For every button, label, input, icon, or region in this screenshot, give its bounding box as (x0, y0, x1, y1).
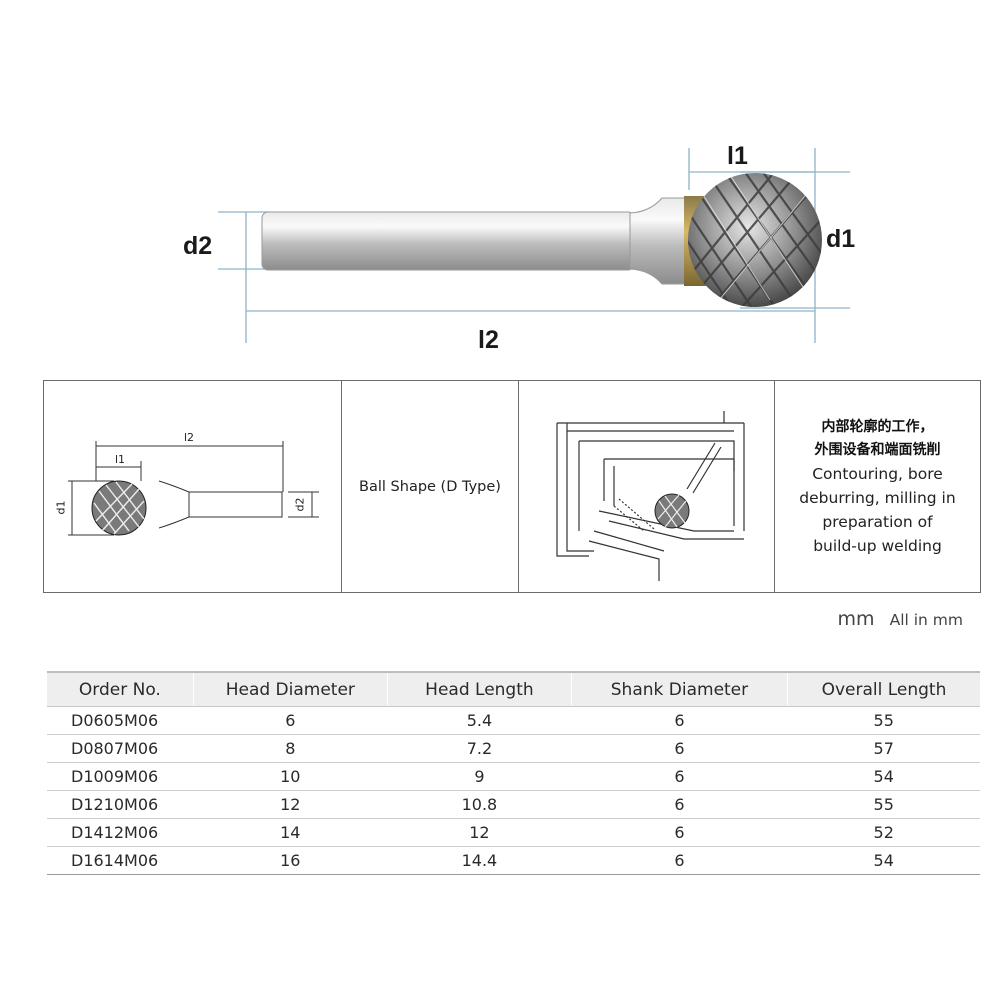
dimension-label-d1: d1 (826, 225, 856, 253)
cell-order-no: D1412M06 (47, 818, 194, 847)
technical-drawing-cell: l2 l1 d1 d2 (44, 381, 342, 592)
cell-overall-length: 54 (787, 762, 980, 791)
cell-head-length: 5.4 (387, 706, 572, 735)
drawing-label-l2: l2 (184, 431, 195, 444)
cell-overall-length: 52 (787, 818, 980, 847)
application-en-line-2: deburring, milling in (799, 488, 956, 507)
shape-name-cell: Ball Shape (D Type) (342, 381, 519, 592)
cell-order-no: D1210M06 (47, 790, 194, 819)
cell-head-length: 14.4 (387, 846, 572, 875)
cell-head-diameter: 8 (193, 734, 388, 763)
dimension-label-d2: d2 (183, 232, 213, 260)
dimension-label-l2: l2 (478, 326, 499, 354)
application-en-line-4: build-up welding (813, 536, 942, 555)
cell-head-diameter: 10 (193, 762, 388, 791)
table-row: D1412M06 14 12 6 52 (47, 818, 980, 847)
table-row: D1210M06 12 10.8 6 55 (47, 790, 980, 819)
header-shank-diameter: Shank Diameter (571, 671, 788, 707)
table-row: D1009M06 10 9 6 54 (47, 762, 980, 791)
cell-order-no: D1614M06 (47, 846, 194, 875)
cell-shank-diameter: 6 (571, 818, 788, 847)
table-row: D0807M06 8 7.2 6 57 (47, 734, 980, 763)
drawing-label-l1: l1 (115, 453, 126, 466)
application-sketch-cell (519, 381, 775, 592)
cell-overall-length: 54 (787, 846, 980, 875)
cell-order-no: D0807M06 (47, 734, 194, 763)
tool-info-strip: l2 l1 d1 d2 Ball Shape (D Type) (43, 380, 981, 593)
header-overall-length: Overall Length (787, 671, 980, 707)
application-cn-line-1: 内部轮廓的工作， (821, 418, 934, 435)
table-row: D0605M06 6 5.4 6 55 (47, 706, 980, 735)
cell-overall-length: 55 (787, 706, 980, 735)
units-note: mm All in mm (837, 608, 963, 630)
shape-name: Ball Shape (D Type) (359, 478, 501, 495)
cell-head-diameter: 12 (193, 790, 388, 819)
cell-order-no: D0605M06 (47, 706, 194, 735)
burr-photo-drawing (218, 148, 850, 343)
application-cn-line-2: 外围设备和端面铣削 (814, 441, 941, 458)
cell-shank-diameter: 6 (571, 846, 788, 875)
cell-head-length: 7.2 (387, 734, 572, 763)
unit-symbol: mm (837, 608, 875, 630)
application-en-line-3: preparation of (822, 512, 933, 531)
header-head-diameter: Head Diameter (193, 671, 388, 707)
cell-head-length: 10.8 (387, 790, 572, 819)
cell-head-diameter: 16 (193, 846, 388, 875)
cell-head-length: 12 (387, 818, 572, 847)
application-en-line-1: Contouring, bore (812, 464, 943, 483)
unit-note: All in mm (889, 611, 963, 629)
technical-drawing (68, 441, 319, 536)
cell-overall-length: 55 (787, 790, 980, 819)
application-sketch (556, 411, 745, 581)
drawing-label-d2: d2 (293, 497, 307, 512)
table-row: D1614M06 16 14.4 6 54 (47, 846, 980, 875)
header-head-length: Head Length (387, 671, 572, 707)
cell-head-diameter: 6 (193, 706, 388, 735)
cell-head-length: 9 (387, 762, 572, 791)
cell-shank-diameter: 6 (571, 734, 788, 763)
application-cell: 内部轮廓的工作， 外围设备和端面铣削 Contouring, bore debu… (775, 381, 980, 592)
cell-shank-diameter: 6 (571, 706, 788, 735)
table-header-row: Order No. Head Diameter Head Length Shan… (47, 671, 980, 707)
dimension-label-l1: l1 (727, 142, 748, 170)
cell-overall-length: 57 (787, 734, 980, 763)
spec-table: Order No. Head Diameter Head Length Shan… (47, 671, 980, 875)
cell-shank-diameter: 6 (571, 790, 788, 819)
cell-shank-diameter: 6 (571, 762, 788, 791)
drawing-label-d1: d1 (54, 500, 68, 515)
product-illustration: l1 d2 d1 l2 (0, 0, 1001, 370)
cell-head-diameter: 14 (193, 818, 388, 847)
header-order-no: Order No. (47, 671, 194, 707)
cell-order-no: D1009M06 (47, 762, 194, 791)
